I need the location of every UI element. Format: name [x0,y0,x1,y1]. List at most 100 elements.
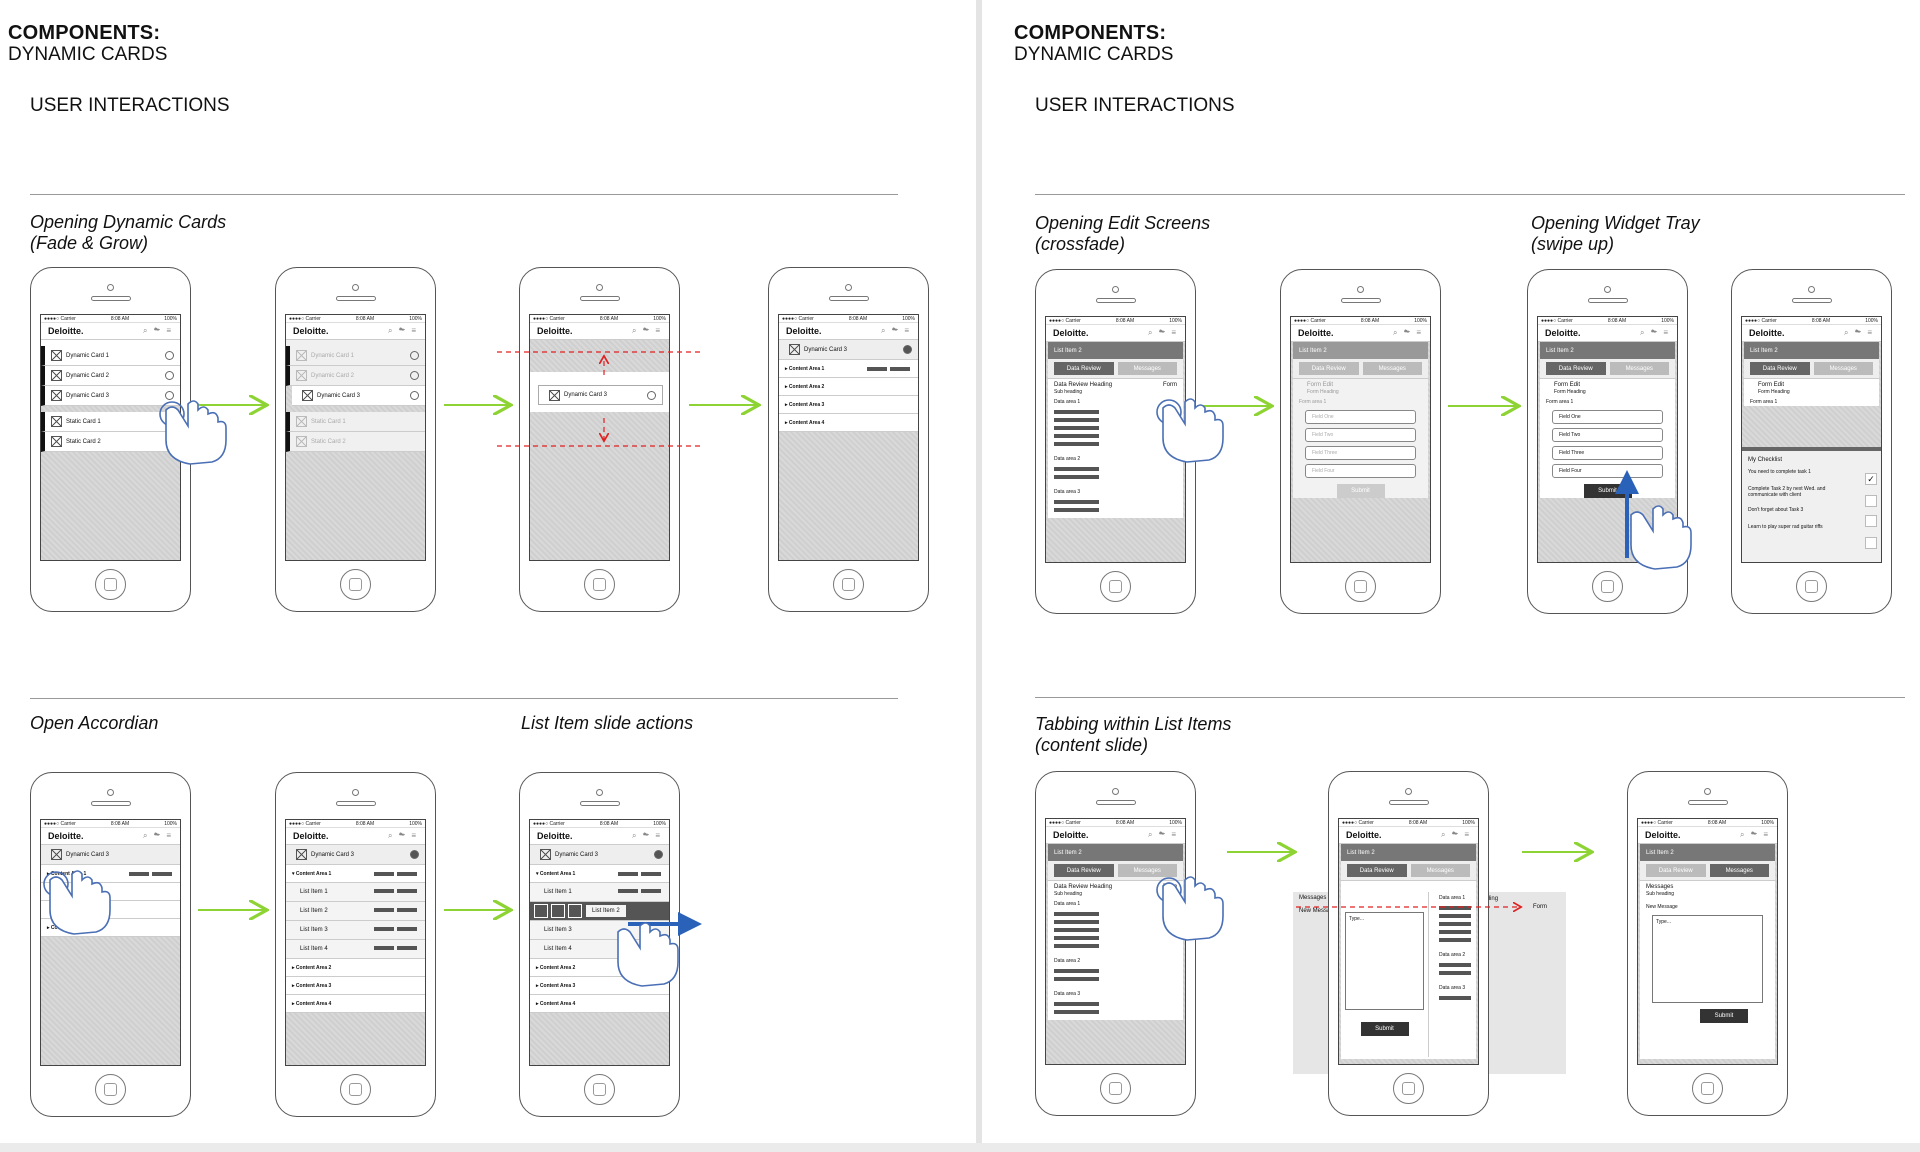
section-heading-left: USER INTERACTIONS [30,95,230,116]
section-heading-right: USER INTERACTIONS [1035,95,1235,116]
label-tabbing-list-items: Tabbing within List Items (content slide… [1035,714,1232,755]
dynamic-card[interactable]: Dynamic Card 3 [41,845,180,865]
form-field[interactable]: Field Three [1305,446,1416,460]
label-opening-widget-tray: Opening Widget Tray (swipe up) [1531,213,1700,254]
list-item[interactable]: List Item 4 [286,940,425,959]
list-item[interactable]: List Item 3 [286,921,425,940]
tap-hand-icon [159,400,227,465]
rule-left-top [30,194,898,195]
content-area-row[interactable]: ▸ Content Area 2 [779,378,918,396]
content-area-row[interactable]: ▸ Content Area 4 [286,995,425,1013]
panel-title-left: COMPONENTS: [8,22,161,44]
panel-title-right: COMPONENTS: [1014,22,1167,44]
tap-hand-icon [1156,398,1224,463]
checkbox[interactable] [1865,537,1877,549]
list-item[interactable]: List Item 1 [530,883,669,902]
checkbox[interactable] [1865,495,1877,507]
submit-button[interactable]: Submit [1700,1009,1748,1023]
content-area-row[interactable]: ▾ Content Area 1 [286,865,425,883]
list-item[interactable]: List Item 2 [286,902,425,921]
tab-messages[interactable]: Messages [1117,362,1177,375]
widget-tray[interactable]: My Checklist You need to complete task 1… [1742,447,1881,562]
panel-subtitle-right: DYNAMIC CARDS [1014,44,1174,65]
swipe-hand-icon [1630,505,1692,570]
tap-hand-icon [43,870,111,935]
dynamic-card[interactable]: Dynamic Card 1 [286,346,425,366]
form-field[interactable]: Field Three [1552,446,1663,460]
dynamic-card[interactable]: Dynamic Card 2 [41,366,180,386]
submit-button[interactable]: Submit [1360,1022,1409,1036]
dynamic-card[interactable]: Dynamic Card 1 [41,346,180,366]
dynamic-card[interactable]: Dynamic Card 3 [292,386,425,406]
label-opening-dynamic-cards: Opening Dynamic Cards (Fade & Grow) [30,212,227,253]
checkbox[interactable]: ✓ [1865,473,1877,485]
content-area-row[interactable]: ▸ Content Area 4 [779,414,918,432]
rule-right-mid [1035,697,1905,698]
content-area-row[interactable]: ▸ Content Area 4 [530,995,669,1013]
dynamic-card[interactable]: Dynamic Card 3 [538,385,663,405]
list-item[interactable]: List Item 1 [286,883,425,902]
list-item-header[interactable]: List Item 2 [1048,342,1183,359]
dynamic-card[interactable]: Dynamic Card 3 [41,386,180,406]
panel-subtitle-left: DYNAMIC CARDS [8,44,168,65]
rule-left-mid [30,698,898,699]
panel-divider [976,0,982,1152]
content-area-row[interactable]: ▸ Content Area 2 [286,959,425,977]
checkbox[interactable] [1865,515,1877,527]
form-field[interactable]: Field One [1552,410,1663,424]
header-icons: ⌕ ☁ ≡ [143,326,173,335]
message-textarea[interactable]: Type... [1345,912,1424,1010]
form-field[interactable]: Field Two [1305,428,1416,442]
brand-header: Deloitte.⌕ ☁ ≡ [41,323,180,340]
content-area-row[interactable]: ▾ Content Area 1 [530,865,669,883]
label-open-accordian: Open Accordian [30,713,159,733]
bottom-strip [0,1143,1920,1152]
static-card[interactable]: Static Card 2 [286,432,425,452]
dynamic-card[interactable]: Dynamic Card 3 [779,340,918,360]
form-field[interactable]: Field One [1305,410,1416,424]
speaker [91,296,131,301]
content-area-row[interactable]: ▸ Content Area 3 [779,396,918,414]
dynamic-card[interactable]: Dynamic Card 3 [530,845,669,865]
label-list-item-slide: List Item slide actions [521,713,694,733]
tab-data-review[interactable]: Data Review [1054,362,1114,375]
static-card[interactable]: Static Card 1 [286,412,425,432]
list-item-actions[interactable]: List Item 2 [530,902,669,921]
content-area-row[interactable]: ▸ Content Area 3 [286,977,425,995]
form-field[interactable]: Field Four [1305,464,1416,478]
rule-right-top [1035,194,1905,195]
label-opening-edit-screens: Opening Edit Screens (crossfade) [1035,213,1211,254]
dynamic-card[interactable]: Dynamic Card 2 [286,366,425,386]
message-textarea[interactable]: Type... [1652,915,1763,1003]
home-button [95,569,126,600]
dynamic-card[interactable]: Dynamic Card 3 [286,845,425,865]
static-card[interactable]: Static Card 2 [41,432,180,452]
submit-button[interactable]: Submit [1336,484,1385,498]
static-card[interactable]: Static Card 1 [41,412,180,432]
form-field[interactable]: Field Two [1552,428,1663,442]
swipe-hand-icon [617,922,679,987]
content-area-row[interactable]: ▸ Content Area 1 [779,360,918,378]
tap-hand-icon [1156,876,1224,941]
